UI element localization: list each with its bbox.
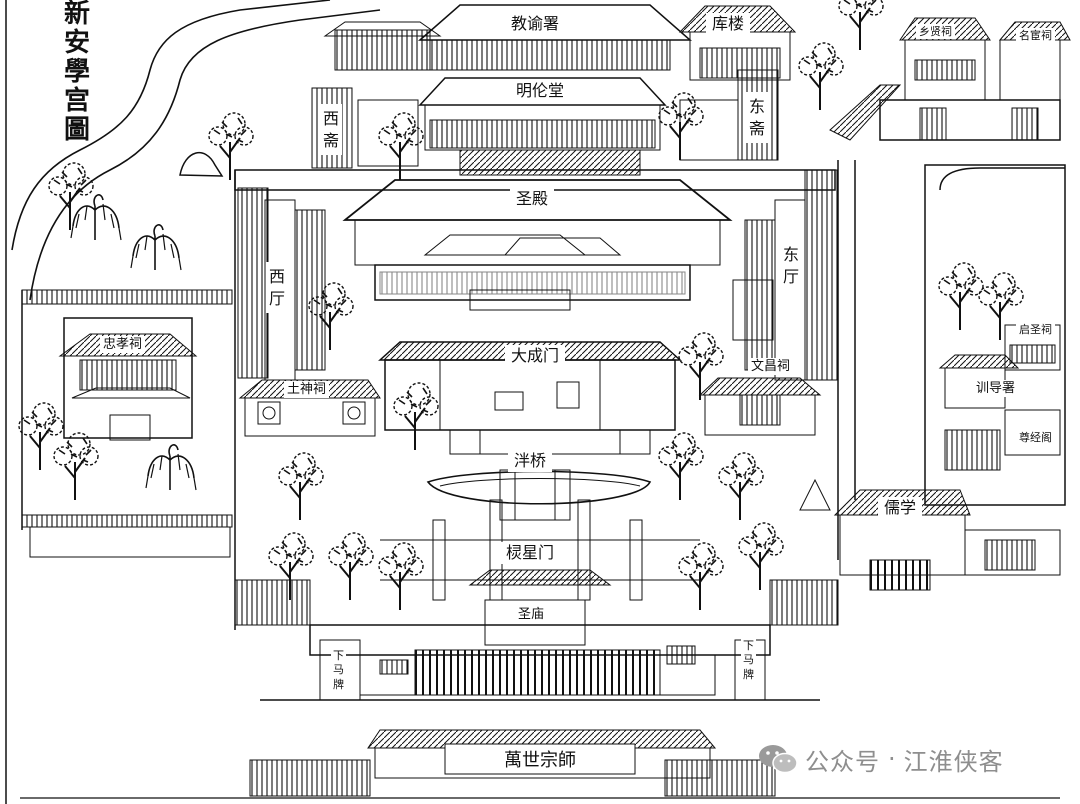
- label-xi-ting: 西厅: [266, 262, 288, 314]
- watermark-name: 江淮侠客: [903, 747, 1004, 776]
- label-xi-zhai: 西斋: [320, 104, 342, 156]
- label-xiama-pai-left: 下马牌: [331, 646, 346, 695]
- label-dong-ting: 东厅: [780, 240, 802, 292]
- label-xiangxian-ci: 乡贤祠: [916, 24, 955, 39]
- label-minghuan-ci: 名宦祠: [1016, 28, 1055, 43]
- label-sheng-dian: 圣殿: [510, 188, 555, 210]
- label-pan-qiao: 泮桥: [508, 450, 553, 472]
- watermark-separator: ·: [888, 745, 896, 773]
- label-xiama-pai-right: 下马牌: [741, 636, 756, 685]
- label-ru-xue: 儒学: [878, 497, 923, 519]
- label-minglun-tang: 明伦堂: [510, 80, 571, 102]
- label-ku-lou: 库楼: [706, 13, 751, 35]
- label-jiaoyu-shu: 教谕署: [505, 13, 566, 35]
- label-zhongxiao-ci: 忠孝祠: [100, 336, 146, 353]
- label-wenchang-ci: 文昌祠: [748, 358, 794, 375]
- wechat-icon: [759, 745, 798, 774]
- map-title: 新安學宫圖: [63, 0, 90, 146]
- label-dacheng-men: 大成门: [505, 345, 566, 367]
- plaque-wanshi-zongshi: 萬世宗師: [504, 750, 576, 771]
- label-dong-zhai: 东斋: [746, 92, 768, 144]
- watermark: 公众号 · 江淮侠客: [757, 734, 1004, 784]
- label-qisheng-ci: 启圣祠: [1016, 322, 1055, 337]
- label-xundao-shu: 训导署: [973, 380, 1019, 397]
- label-sheng-miao: 圣庙: [515, 606, 548, 623]
- label-lingxing-men: 棂星门: [500, 542, 561, 564]
- label-tushen-ci: 土神祠: [284, 381, 330, 398]
- watermark-label: 公众号: [805, 747, 880, 776]
- label-zunjing-ge: 尊经阁: [1016, 430, 1055, 445]
